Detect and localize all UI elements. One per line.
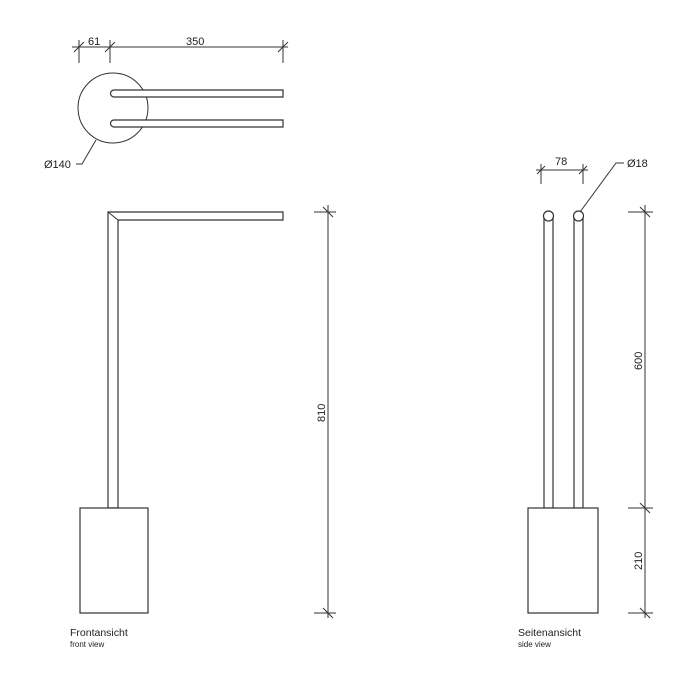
leader-line xyxy=(579,162,624,213)
top-view: 61 350 Ø140 xyxy=(44,36,289,171)
caption-front: Frontansicht xyxy=(70,627,128,639)
dia-plate: Ø140 xyxy=(44,159,71,171)
dim-arm-length: 350 xyxy=(186,36,204,48)
side-view: 78 Ø18 600 210 Seitenansicht side view xyxy=(518,156,653,649)
dim-rod-height: 600 xyxy=(633,352,645,370)
dim-spacing: 78 xyxy=(555,156,567,168)
dia-rod: Ø18 xyxy=(627,158,648,170)
caption-side: Seitenansicht xyxy=(518,627,581,639)
wall-plate xyxy=(77,72,149,144)
dim-height: 810 xyxy=(316,404,328,422)
front-view: 810 Frontansicht front view xyxy=(70,205,336,649)
caption-side-en: side view xyxy=(518,640,551,649)
rod-left xyxy=(543,215,554,509)
dim-plate-offset: 61 xyxy=(88,36,100,48)
rod-right xyxy=(573,215,584,509)
arm-lower xyxy=(109,119,284,128)
dim-base-height: 210 xyxy=(633,552,645,570)
base-block xyxy=(527,507,599,614)
base-block xyxy=(79,507,149,614)
arm-upper xyxy=(109,89,284,98)
stand-frame xyxy=(107,211,284,509)
caption-front-en: front view xyxy=(70,640,104,649)
leader-line xyxy=(76,139,97,165)
